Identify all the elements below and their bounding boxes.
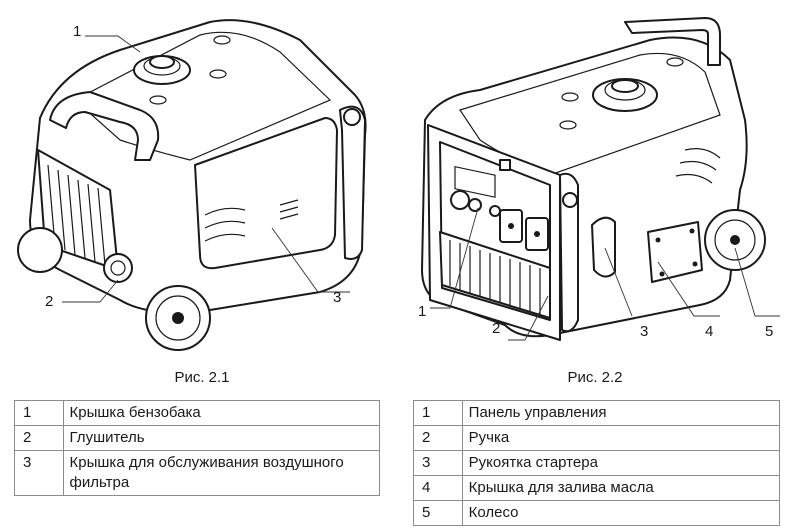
row-label: Ручка — [461, 425, 781, 451]
figure-2-1-caption: Рис. 2.1 — [174, 369, 230, 386]
callout-3: 3 — [333, 289, 341, 306]
table-row: 5 Колесо — [413, 500, 781, 526]
row-label: Крышка для залива масла — [461, 475, 781, 501]
legend-table-figure-2-2: 1 Панель управления 2 Ручка 3 Рукоятка с… — [413, 400, 781, 526]
row-label: Колесо — [461, 500, 781, 526]
table-row: 2 Ручка — [413, 425, 781, 451]
row-number: 2 — [14, 425, 64, 451]
row-number: 5 — [413, 500, 463, 526]
callout-3: 3 — [640, 323, 648, 340]
row-number: 3 — [413, 450, 463, 476]
table-row: 1 Крышка бензобака — [14, 400, 381, 426]
generator-front-view-illustration: 1 2 3 4 5 — [418, 17, 780, 341]
table-row: 2 Глушитель — [14, 425, 381, 451]
row-number: 2 — [413, 425, 463, 451]
callout-4: 4 — [705, 323, 713, 340]
row-number: 1 — [413, 400, 463, 426]
row-label: Крышка бензобака — [62, 400, 381, 426]
callout-2: 2 — [492, 320, 500, 337]
row-label: Крышка для обслуживания воздушного фильт… — [62, 450, 381, 496]
row-number: 1 — [14, 400, 64, 426]
table-row: 1 Панель управления — [413, 400, 781, 426]
callout-1: 1 — [418, 303, 426, 320]
row-label: Рукоятка стартера — [461, 450, 781, 476]
table-row: 4 Крышка для залива масла — [413, 475, 781, 501]
figure-2-2: 1 2 3 4 5 — [400, 0, 800, 365]
callout-2: 2 — [45, 293, 53, 310]
figure-2-1: 1 2 3 — [0, 0, 400, 365]
figure-2-2-caption: Рис. 2.2 — [567, 369, 623, 386]
legend-table-figure-2-1: 1 Крышка бензобака 2 Глушитель 3 Крышка … — [14, 400, 381, 496]
row-number: 4 — [413, 475, 463, 501]
callout-1: 1 — [73, 23, 81, 40]
callout-5: 5 — [765, 323, 773, 340]
table-row: 3 Рукоятка стартера — [413, 450, 781, 476]
row-number: 3 — [14, 450, 64, 496]
row-label: Глушитель — [62, 425, 381, 451]
table-row: 3 Крышка для обслуживания воздушного фил… — [14, 450, 381, 496]
row-label: Панель управления — [461, 400, 781, 426]
generator-side-view-illustration: 1 2 3 — [17, 19, 367, 351]
